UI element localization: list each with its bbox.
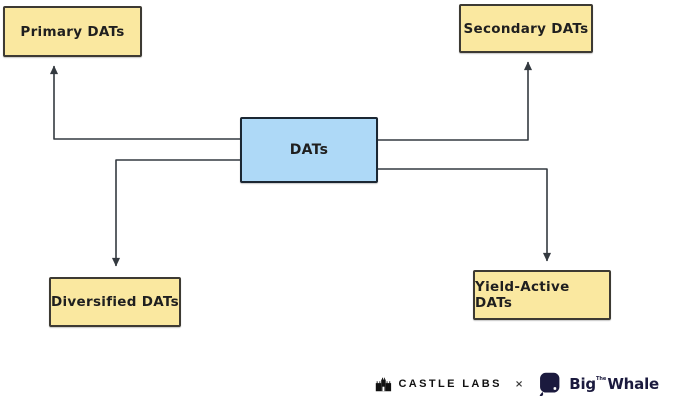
node-secondary-dats-label: Secondary DATs — [463, 20, 589, 37]
arrow-center-to-primary — [49, 65, 240, 140]
node-yield-active-dats: Yield-Active DATs — [473, 270, 611, 320]
big-whale-word-the: The — [595, 376, 607, 382]
node-primary-dats: Primary DATs — [3, 6, 142, 57]
brand-separator: × — [514, 378, 524, 390]
arrow-center-to-diversified — [111, 159, 240, 267]
castle-labs-brand: CASTLE LABS — [374, 375, 501, 393]
big-whale-word-big: Big — [569, 375, 596, 393]
arrow-center-to-secondary — [378, 61, 533, 141]
whale-icon — [536, 370, 563, 398]
castle-icon — [374, 375, 392, 393]
node-secondary-dats: Secondary DATs — [459, 4, 593, 53]
node-dats-center-label: DATs — [289, 142, 329, 158]
node-diversified-dats: Diversified DATs — [49, 277, 181, 327]
big-whale-word-whale: Whale — [607, 375, 659, 393]
node-primary-dats-label: Primary DATs — [20, 23, 125, 40]
node-dats-center: DATs — [240, 117, 378, 183]
castle-labs-wordmark: CASTLE LABS — [398, 378, 502, 390]
arrow-center-to-yield-active — [378, 168, 552, 262]
node-yield-active-dats-label: Yield-Active DATs — [475, 279, 570, 311]
node-diversified-dats-label: Diversified DATs — [51, 294, 179, 310]
